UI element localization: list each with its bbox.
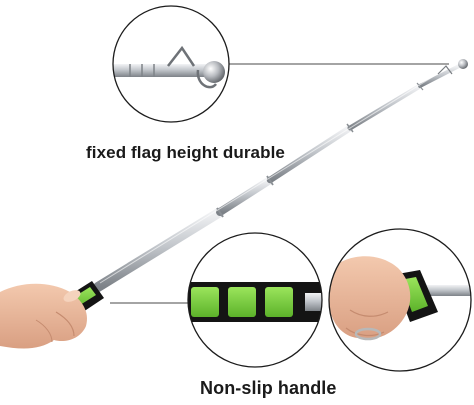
hand [0, 283, 88, 349]
caption-flag-height: fixed flag height durable [86, 143, 285, 162]
telescopic-flag-pole [93, 59, 468, 292]
caption-non-slip-handle: Non-slip handle [200, 378, 337, 398]
detail-circle-hook [112, 5, 230, 123]
detail-circle-grip [187, 232, 323, 368]
detail-circle-hand-grip [328, 228, 472, 372]
